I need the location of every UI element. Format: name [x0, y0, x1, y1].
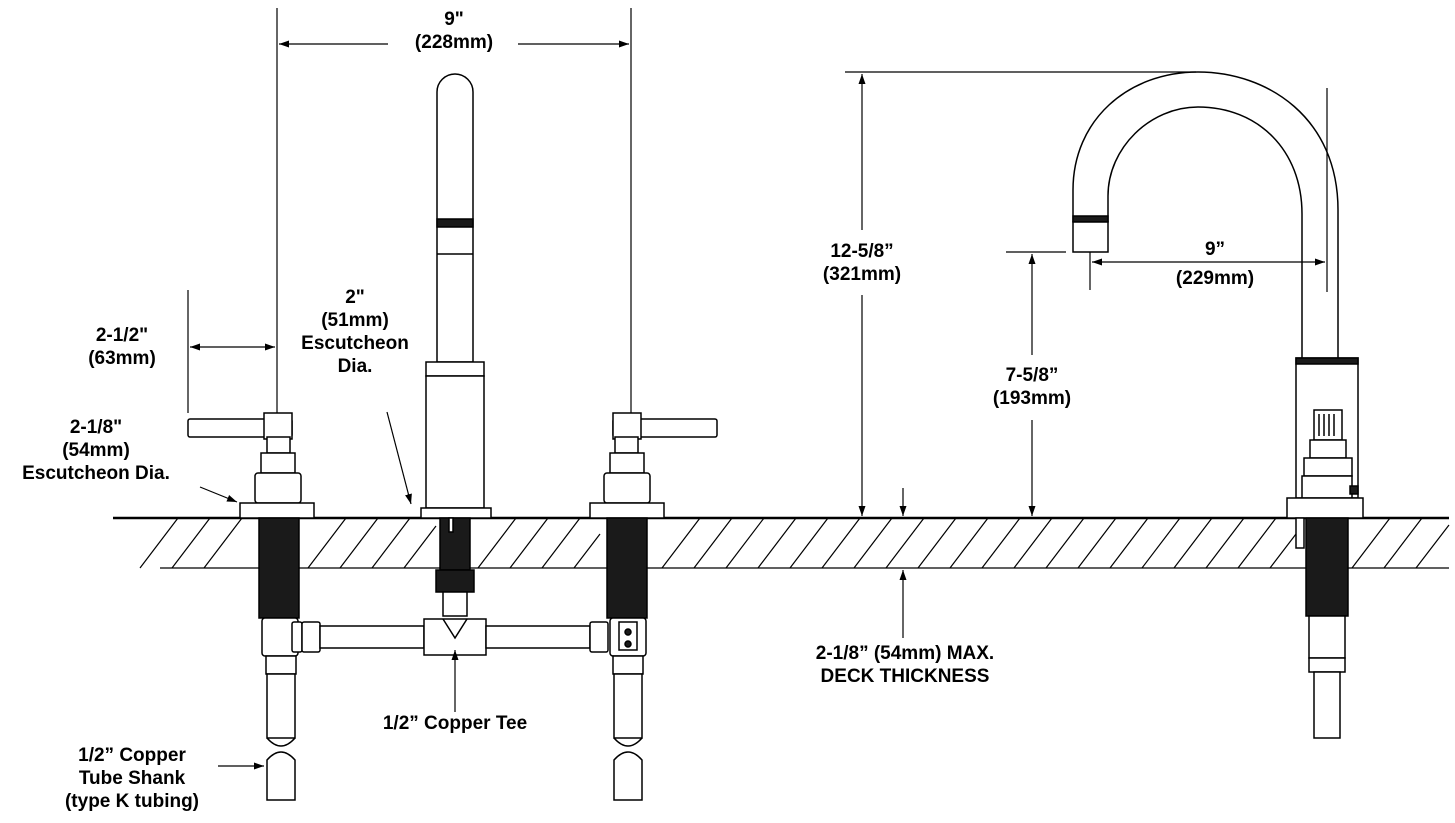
right-handle-valve — [590, 413, 717, 800]
spout-height-in: 7-5/8” — [1005, 365, 1059, 386]
deck-line2: DECK THICKNESS — [820, 666, 990, 687]
spout-escutcheon-mm: (51mm) — [321, 310, 389, 331]
handle-escutcheon-in: 2-1/8" — [69, 417, 123, 438]
handle-spread-mm: (228mm) — [414, 32, 494, 53]
overall-height-in: 12-5/8” — [830, 241, 894, 262]
shank-line2: Tube Shank — [78, 768, 186, 789]
center-spout — [421, 74, 491, 616]
side-threaded-shank — [1306, 518, 1348, 616]
spout-reach-in: 9” — [1204, 239, 1226, 260]
overall-height-mm: (321mm) — [822, 264, 902, 285]
handle-spread-in: 9" — [444, 9, 464, 30]
spout-escutcheon-label: 2" (51mm) Escutcheon Dia. — [290, 286, 420, 378]
spout-escutcheon-in: 2" — [345, 287, 365, 308]
overall-height-label: 12-5/8” (321mm) — [802, 240, 922, 286]
side-escutcheon — [1287, 498, 1363, 518]
spout-escutcheon-line2: Dia. — [337, 356, 373, 377]
spout-tube — [437, 74, 473, 362]
dimension-lines — [188, 8, 1327, 770]
right-escutcheon — [590, 503, 664, 518]
right-threaded-shank — [607, 518, 647, 618]
side-view-faucet — [1073, 72, 1363, 738]
gooseneck-outer — [1073, 72, 1338, 362]
handle-length-in: 2-1/2" — [95, 325, 149, 346]
spout-reach-label: 9” (229mm) — [1160, 239, 1270, 292]
spout-reach-mm: (229mm) — [1175, 268, 1255, 289]
handle-escutcheon-label: 2-1/8" (54mm) Escutcheon Dia. — [0, 416, 192, 485]
left-handle-valve — [188, 413, 314, 800]
handle-escutcheon-text: Escutcheon Dia. — [22, 463, 170, 484]
spout-height-mm: (193mm) — [992, 388, 1072, 409]
tube-shank-label: 1/2” Copper Tube Shank (type K tubing) — [52, 744, 212, 813]
spout-height-label: 7-5/8” (193mm) — [976, 364, 1088, 410]
right-copper-shank — [614, 674, 642, 738]
copper-tee-label: 1/2” Copper Tee — [360, 712, 550, 735]
deck-hatching — [140, 518, 1449, 568]
left-copper-shank — [267, 674, 295, 738]
handle-spread-label: 9" (228mm) — [400, 8, 508, 54]
gooseneck-inner — [1108, 107, 1302, 362]
deck-section — [113, 518, 1449, 568]
deck-thickness-label: 2-1/8” (54mm) MAX. DECK THICKNESS — [780, 642, 1030, 688]
deck-line1: 2-1/8” (54mm) MAX. — [815, 643, 995, 664]
handle-escutcheon-mm: (54mm) — [62, 440, 130, 461]
spout-escutcheon-line1: Escutcheon — [301, 333, 409, 354]
copper-tee-assembly — [302, 619, 608, 655]
shank-line1: 1/2” Copper — [78, 745, 186, 766]
handle-length-mm: (63mm) — [88, 348, 156, 369]
spout-escutcheon — [421, 508, 491, 518]
left-escutcheon — [240, 503, 314, 518]
copper-tee-text: 1/2” Copper Tee — [382, 713, 528, 734]
shank-line3: (type K tubing) — [64, 791, 200, 812]
handle-length-label: 2-1/2" (63mm) — [62, 324, 182, 370]
left-threaded-shank — [259, 518, 299, 618]
